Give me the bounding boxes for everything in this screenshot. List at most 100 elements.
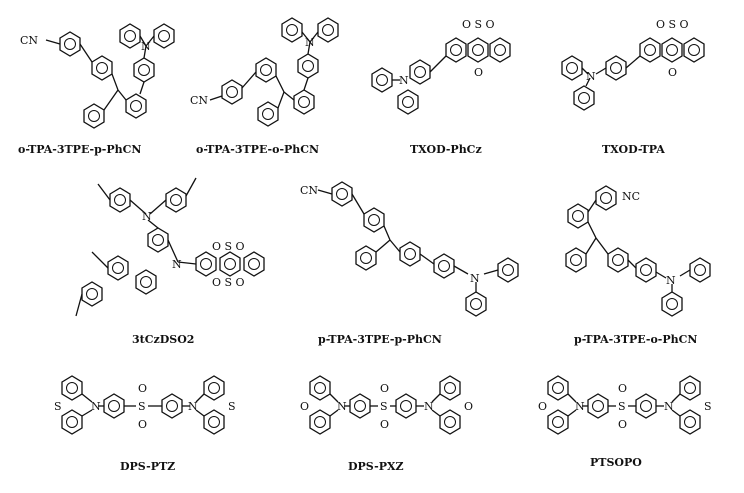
benzene-ring — [409, 59, 431, 85]
benzene-ring — [221, 79, 243, 105]
sulfur-label: S — [704, 400, 712, 413]
aromatic-circle — [612, 254, 624, 266]
nitrogen-label: N — [586, 70, 596, 83]
aromatic-circle — [66, 382, 78, 394]
aromatic-circle — [354, 400, 366, 412]
carbazole-ring — [81, 281, 103, 307]
nitrogen-label: N — [305, 36, 315, 49]
molecule-txod-phcz: O S O O N TXOD-PhCz — [371, 18, 511, 156]
benzene-ring — [61, 375, 83, 401]
molecule-label: p-TPA-3TPE-o-PhCN — [574, 333, 697, 346]
aromatic-circle — [640, 264, 652, 276]
sulfonyl-label: O S O — [656, 18, 689, 31]
benzene-ring — [83, 103, 105, 129]
benzene-ring — [309, 375, 331, 401]
aromatic-circle — [552, 382, 564, 394]
benzene-ring — [255, 57, 277, 83]
aromatic-circle — [376, 74, 388, 86]
aromatic-circle — [688, 44, 700, 56]
molecule-label: DPS-PTZ — [120, 460, 175, 473]
benzene-ring — [567, 203, 589, 229]
aromatic-circle — [152, 234, 164, 246]
aromatic-circle — [124, 30, 136, 42]
aromatic-circle — [166, 400, 178, 412]
molecule-label: PTSOPO — [590, 456, 642, 469]
aromatic-circle — [450, 44, 462, 56]
benzene-ring — [161, 393, 183, 419]
benzene-ring — [61, 409, 83, 435]
benzene-ring — [293, 89, 315, 115]
aromatic-circle — [472, 44, 484, 56]
aromatic-circle — [130, 100, 142, 112]
aromatic-circle — [368, 214, 380, 226]
molecule-dps-pxz: O N S O O N O DPS-PXZ — [300, 375, 473, 473]
molecule-o-tpa-3tpe-p-phcn: CN N o-TPA-3TPE-p-PhCN — [18, 23, 175, 156]
benzene-ring — [607, 247, 629, 273]
aromatic-circle — [138, 64, 150, 76]
molecule-3tczdso2: N N O S O O S O 3tCzDSO2 — [75, 177, 265, 346]
benzene-ring — [587, 393, 609, 419]
aromatic-circle — [470, 298, 482, 310]
benzene-ring — [639, 37, 661, 63]
aromatic-circle — [570, 254, 582, 266]
molecule-label: o-TPA-3TPE-o-PhCN — [196, 143, 319, 156]
aromatic-circle — [322, 24, 334, 36]
aromatic-circle — [88, 110, 100, 122]
benzene-ring — [605, 55, 627, 81]
benzene-ring — [133, 57, 155, 83]
benzene-ring — [439, 375, 461, 401]
nitrogen-label: N — [424, 400, 434, 413]
aromatic-circle — [302, 60, 314, 72]
aromatic-circle — [438, 260, 450, 272]
benzene-ring — [689, 257, 711, 283]
aromatic-circle — [640, 400, 652, 412]
oxygen-label: O — [300, 400, 309, 413]
carbazole-ring — [107, 255, 129, 281]
benzene-ring — [119, 23, 141, 49]
sulfur-label: S — [380, 400, 388, 413]
aromatic-circle — [610, 62, 622, 74]
nc-group-label: NC — [622, 190, 640, 203]
cn-group-label: CN — [300, 184, 318, 197]
benzene-ring — [195, 251, 217, 277]
benzene-ring — [635, 393, 657, 419]
carbonyl-oxygen-label: O — [474, 66, 483, 79]
aromatic-circle — [64, 38, 76, 50]
molecule-label: DPS-PXZ — [348, 460, 404, 473]
nitrogen-label: N — [666, 274, 676, 287]
molecule-label: TXOD-PhCz — [410, 143, 482, 156]
aromatic-circle — [600, 192, 612, 204]
nitrogen-label: N — [172, 258, 182, 271]
aromatic-circle — [644, 44, 656, 56]
nitrogen-label: N — [664, 400, 674, 413]
aromatic-circle — [444, 382, 456, 394]
benzene-ring — [547, 409, 569, 435]
aromatic-circle — [170, 194, 182, 206]
benzene-ring — [317, 17, 339, 43]
sulfonyl-oxygen-label: O — [380, 418, 389, 431]
molecule-label: o-TPA-3TPE-p-PhCN — [18, 143, 141, 156]
benzene-ring — [125, 93, 147, 119]
aromatic-circle — [200, 258, 212, 270]
aromatic-circle — [66, 416, 78, 428]
aromatic-circle — [404, 248, 416, 260]
sulfur-label: S — [54, 400, 62, 413]
carbazole-ring — [165, 187, 187, 213]
sulfonyl-label: O S O — [212, 276, 245, 289]
benzene-ring — [683, 37, 705, 63]
aromatic-circle — [444, 416, 456, 428]
aromatic-circle — [114, 194, 126, 206]
nitrogen-label: N — [142, 210, 152, 223]
carbazole-ring — [109, 187, 131, 213]
benzene-ring — [203, 375, 225, 401]
sulfonyl-oxygen-label: O — [138, 418, 147, 431]
molecule-label: p-TPA-3TPE-p-PhCN — [318, 333, 442, 346]
benzene-ring — [153, 23, 175, 49]
aromatic-circle — [592, 400, 604, 412]
aromatic-circle — [684, 382, 696, 394]
benzene-ring — [635, 257, 657, 283]
oxygen-label: O — [464, 400, 473, 413]
benzene-ring — [399, 241, 421, 267]
benzene-ring — [355, 245, 377, 271]
